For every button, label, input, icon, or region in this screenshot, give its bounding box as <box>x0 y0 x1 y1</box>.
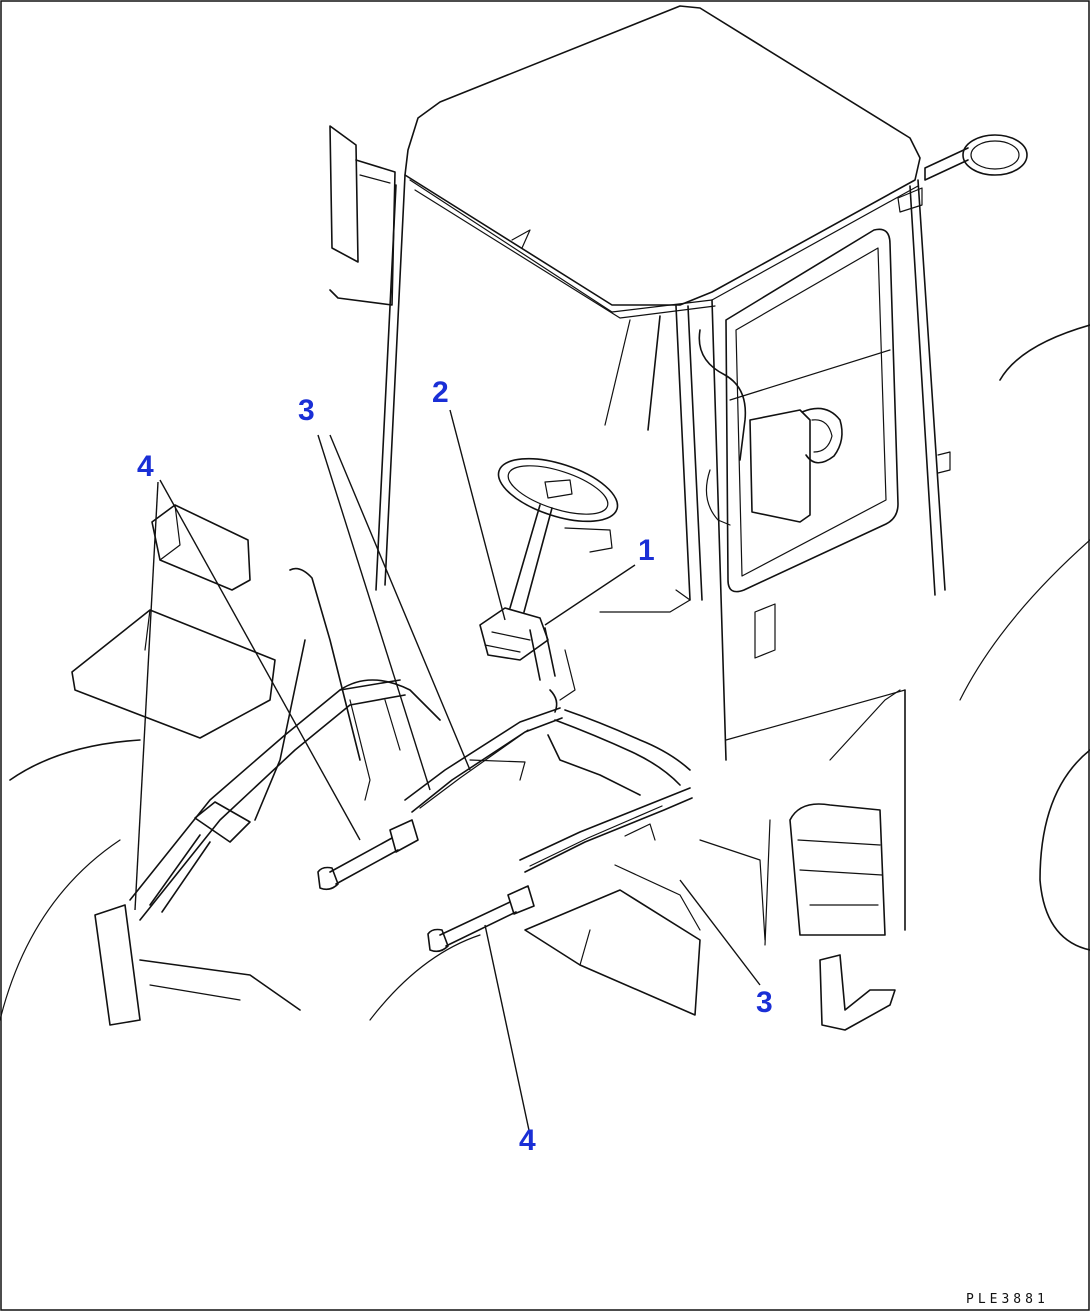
callout-2: 2 <box>432 376 449 409</box>
leader-2 <box>449 409 506 621</box>
leader-lines <box>134 409 761 1136</box>
leader-4-left-b <box>134 481 159 911</box>
callout-3-left: 3 <box>298 394 315 427</box>
front-frame <box>0 504 701 1026</box>
hoses <box>404 689 693 873</box>
mirror-right <box>924 134 1028 181</box>
cab <box>329 5 951 761</box>
rear-frame <box>699 324 1090 1031</box>
leader-1 <box>544 564 636 626</box>
callout-1: 1 <box>638 534 655 567</box>
callout-4-left: 4 <box>137 450 154 483</box>
leader-3-left <box>317 434 431 791</box>
leader-4-bottom <box>484 924 531 1136</box>
leader-3-right <box>679 879 761 986</box>
callout-4-bottom: 4 <box>519 1124 536 1157</box>
steering-wheel <box>497 457 619 613</box>
steering-cylinder-left <box>317 819 419 891</box>
leader-3-left-b <box>329 434 471 771</box>
drawing-code: PLE3881 <box>966 1292 1049 1307</box>
callout-3-right: 3 <box>756 986 773 1019</box>
leader-4-left <box>159 479 361 841</box>
steering-valve <box>479 607 576 701</box>
steering-cylinder-right <box>427 885 535 953</box>
mirror-side <box>698 329 843 526</box>
